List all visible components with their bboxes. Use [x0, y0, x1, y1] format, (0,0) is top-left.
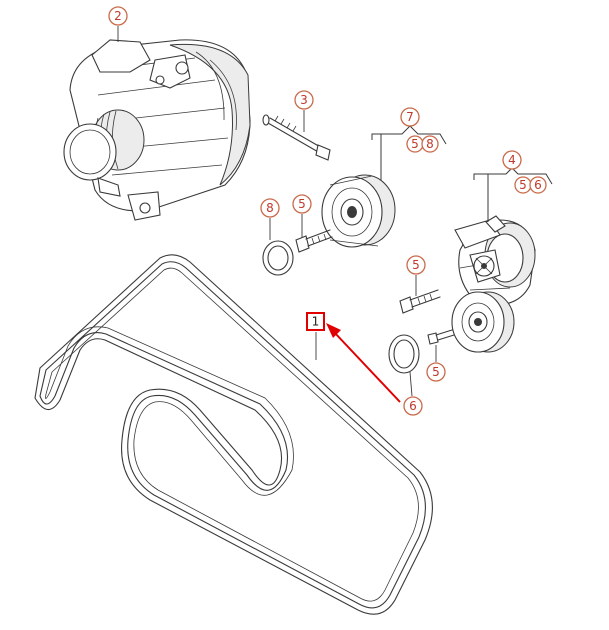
spacer-washer-left[interactable]	[262, 240, 294, 276]
long-bolt[interactable]	[262, 114, 331, 161]
svg-text:2: 2	[114, 9, 122, 23]
callout-4-sub-6[interactable]: 6	[529, 176, 547, 194]
idler-pulley[interactable]	[321, 174, 396, 248]
svg-text:6: 6	[409, 399, 417, 413]
callout-3[interactable]: 3	[294, 90, 314, 110]
svg-text:8: 8	[266, 201, 274, 215]
highlight-arrow	[326, 323, 401, 403]
svg-text:5: 5	[432, 365, 440, 379]
leader-lines	[117, 26, 437, 397]
small-bolt[interactable]	[427, 329, 455, 345]
callout-1-highlighted[interactable]: 1	[306, 312, 325, 331]
callout-2[interactable]: 2	[108, 6, 128, 26]
callout-5-small-bolt[interactable]: 5	[426, 362, 446, 382]
tensioner-pulley[interactable]	[451, 291, 515, 353]
callout-7-sub-5[interactable]: 5	[406, 135, 424, 153]
callout-4-sub-5[interactable]: 5	[514, 176, 532, 194]
callout-bracket-7	[371, 125, 447, 180]
svg-text:5: 5	[519, 178, 527, 192]
spacer-ring-right[interactable]	[388, 334, 420, 374]
svg-text:3: 3	[300, 93, 308, 107]
svg-text:1: 1	[312, 315, 320, 329]
tensioner-bolt[interactable]	[399, 289, 441, 314]
poly-v-belt[interactable]	[34, 254, 433, 615]
belt-tensioner[interactable]	[454, 215, 536, 306]
callout-bracket-4	[473, 167, 553, 222]
callout-4[interactable]: 4	[502, 150, 522, 170]
svg-text:5: 5	[411, 137, 419, 151]
svg-text:5: 5	[298, 197, 306, 211]
callout-7[interactable]: 7	[400, 107, 420, 127]
alternator[interactable]	[63, 39, 251, 221]
svg-text:5: 5	[412, 258, 420, 272]
svg-text:4: 4	[508, 153, 516, 167]
callout-7-sub-8[interactable]: 8	[421, 135, 439, 153]
pulley-bolt-upper[interactable]	[295, 229, 333, 253]
callout-8[interactable]: 8	[260, 198, 280, 218]
svg-text:7: 7	[406, 110, 414, 124]
callout-6[interactable]: 6	[403, 396, 423, 416]
svg-text:8: 8	[426, 137, 434, 151]
callout-5-bolt-upper[interactable]: 5	[292, 194, 312, 214]
svg-text:6: 6	[534, 178, 542, 192]
callout-5-bolt-lower[interactable]: 5	[406, 255, 426, 275]
